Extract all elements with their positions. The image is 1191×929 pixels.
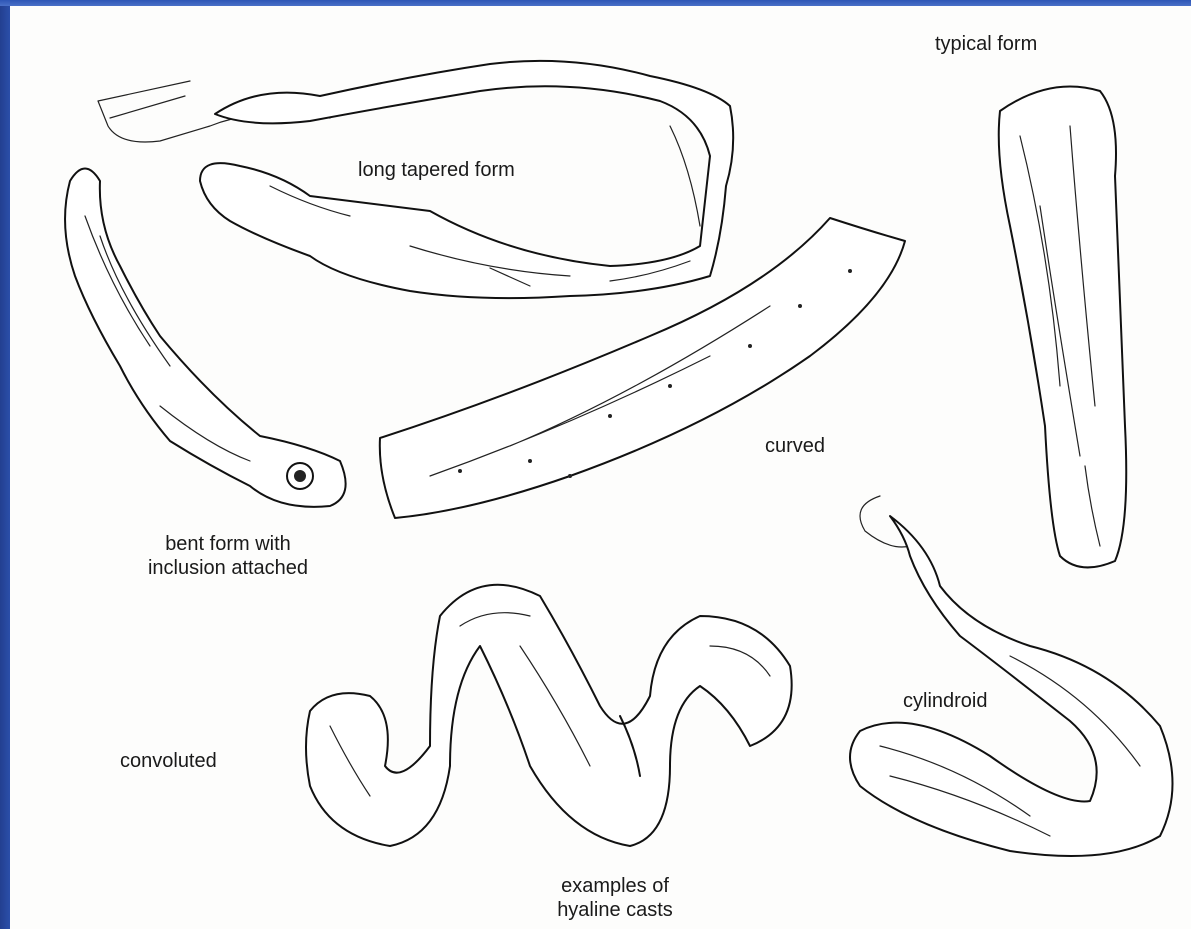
label-typical-form: typical form [935,32,1037,56]
label-examples: examples of hyaline casts [515,874,715,922]
convoluted-cast-shape [306,585,792,846]
typical-cast-shape [999,87,1127,568]
label-bent-form: bent form with inclusion attached [108,532,348,580]
label-examples-line-1: examples of [515,874,715,898]
label-curved: curved [765,434,825,458]
label-examples-line-2: hyaline casts [515,898,715,922]
label-bent-line-1: bent form with [108,532,348,556]
hyaline-casts-drawing [10,6,1191,929]
label-cylindroid: cylindroid [903,689,987,713]
illustration-sheet: typical form long tapered form curved be… [10,6,1191,929]
cylindroid-cast-shape [850,496,1173,856]
label-convoluted: convoluted [120,749,217,773]
label-bent-line-2: inclusion attached [108,556,348,580]
label-long-tapered-form: long tapered form [358,158,515,182]
